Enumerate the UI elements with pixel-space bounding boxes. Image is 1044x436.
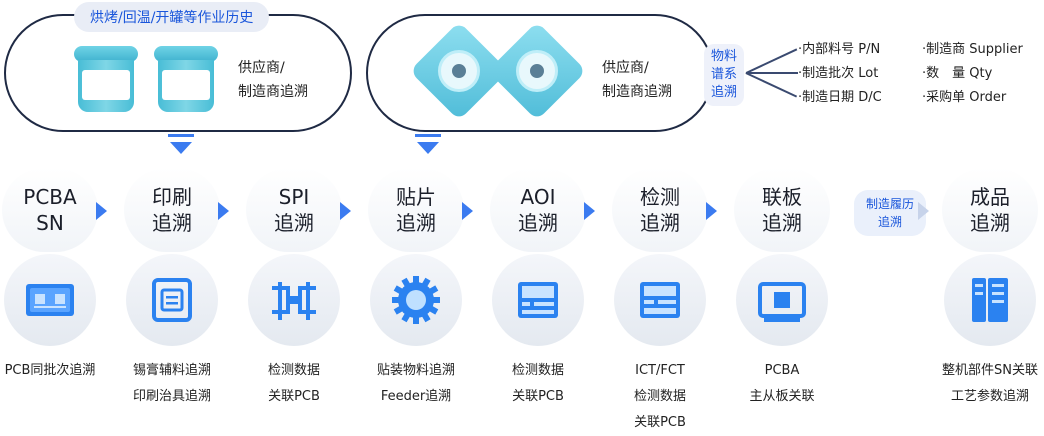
right-supplier-text: 供应商/ 制造商追溯 [602,60,672,100]
pedigree-item-qty: ·数 量 Qty [922,66,993,81]
material-pedigree-tag: 物料 谱系 追溯 [704,44,744,106]
spi-pattern-icon [272,282,316,320]
step-icon-circle [736,254,828,346]
pedigree-item-lot: ·制造批次 Lot [798,66,879,81]
step-title: SPI 追溯 [274,185,314,235]
step-head [490,168,586,252]
step-title: 印刷 追溯 [152,185,192,235]
pedigree-item-dc: ·制造日期 D/C [798,90,882,105]
process-history-label: 制造履历 追溯 [865,197,914,229]
flow-arrow-icon [918,202,929,220]
step-head [246,168,342,252]
down-arrow-bar [415,134,441,137]
step-icon-circle [4,254,96,346]
solder-jar-icon [74,46,138,112]
pedigree-item-pn: ·内部料号 P/N [798,42,881,57]
test-machine-icon [640,282,680,318]
pedigree-item-order: ·采购单 Order [922,90,1007,105]
step-caption: 整机部件SN关联 工艺参数追溯 [942,363,1038,404]
step-caption: 检测数据 关联PCB [511,363,564,404]
printer-icon [152,278,192,322]
step-title: 联板 追溯 [762,185,802,235]
pedigree-connector [746,72,798,74]
panel-board-icon [758,282,806,322]
step-icon-circle [614,254,706,346]
process-history-tag: 制造履历 追溯 [854,190,926,236]
step-caption: PCB同批次追溯 [4,363,96,378]
pcb-board-icon [26,284,74,316]
flow-arrow-icon [96,202,107,220]
flow-arrow-icon [218,202,229,220]
flow-arrow-icon [584,202,595,220]
step-title: 成品 追溯 [970,185,1010,235]
step-icon-circle [370,254,462,346]
step-caption: 锡膏辅料追溯 印刷治具追溯 [132,363,211,404]
step-head [612,168,708,252]
flow-arrow-icon [462,202,473,220]
down-arrow-bar [168,134,194,137]
step-title: 贴片 追溯 [396,185,436,235]
down-arrow-icon [170,142,192,154]
aoi-machine-icon [518,282,558,318]
step-head [942,168,1038,252]
step-title: 检测 追溯 [640,185,680,235]
flow-arrow-icon [340,202,351,220]
step-head [2,168,98,252]
step-icon-circle [126,254,218,346]
step-head [124,168,220,252]
step-title: AOI 追溯 [518,185,558,235]
left-supplier-text: 供应商/ 制造商追溯 [238,60,308,100]
step-head [734,168,830,252]
gear-icon [392,276,440,324]
pedigree-connector [745,48,798,74]
step-icon-circle [492,254,584,346]
step-caption: 检测数据 关联PCB [267,363,320,404]
operation-history-tag: 烘烤/回温/开罐等作业历史 [74,2,270,32]
server-rack-icon [972,278,1008,322]
step-head [368,168,464,252]
step-icon-circle [944,254,1036,346]
solder-jar-icon [154,46,218,112]
pedigree-label: 物料 谱系 追溯 [710,49,737,100]
flow-arrow-icon [706,202,717,220]
step-caption: 贴装物料追溯 Feeder追溯 [376,363,455,404]
step-icon-circle [248,254,340,346]
down-arrow-icon [417,142,439,154]
step-caption: ICT/FCT 检测数据 关联PCB [633,363,686,430]
step-caption: PCBA 主从板关联 [749,363,815,404]
pedigree-item-supplier: ·制造商 Supplier [922,42,1023,57]
pedigree-connector [745,72,798,98]
step-title: PCBA SN [23,185,77,235]
